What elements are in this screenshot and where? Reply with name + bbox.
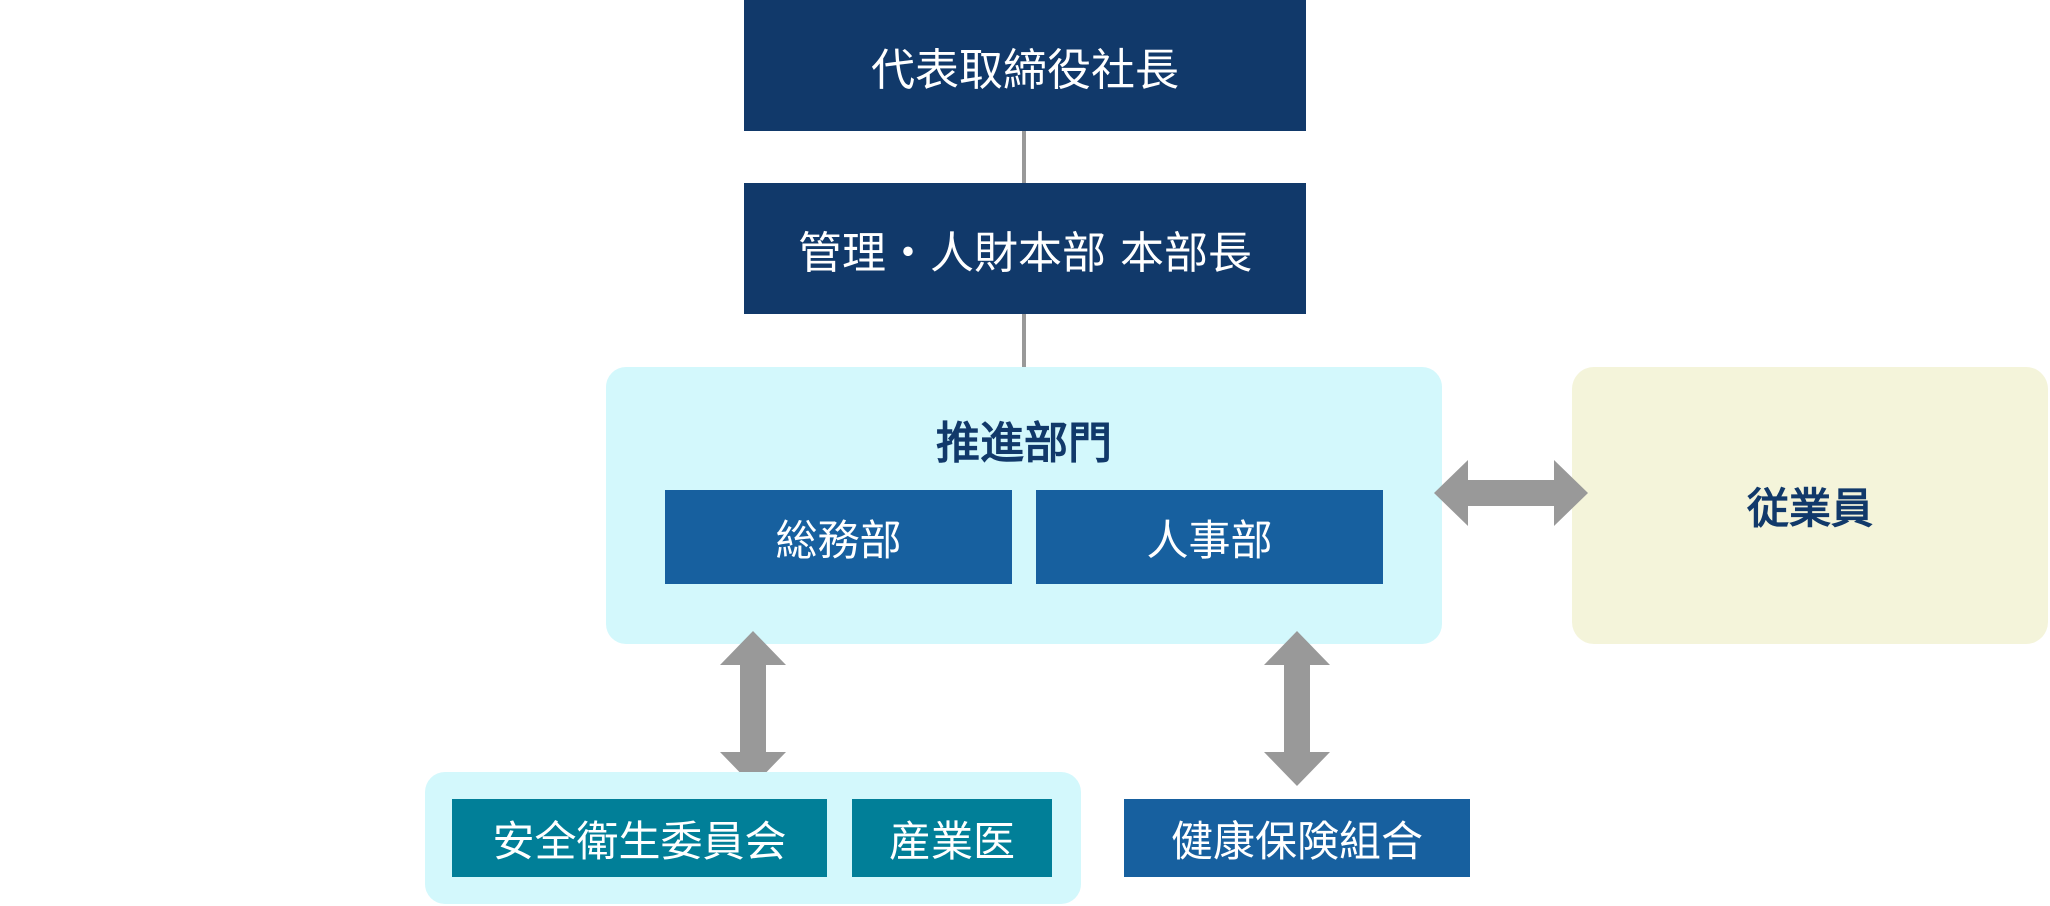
hr-label: 人事部 [1146, 515, 1273, 565]
health-group: 安全衛生委員会 産業医 [425, 772, 1081, 904]
safety-committee-label: 安全衛生委員会 [492, 816, 787, 866]
employees-label: 従業員 [1746, 484, 1873, 533]
ceo-label: 代表取締役社長 [871, 44, 1179, 96]
health-insurance-box: 健康保険組合 [1124, 799, 1470, 877]
occupational-physician-box: 産業医 [852, 799, 1052, 877]
ceo-box: 代表取締役社長 [744, 0, 1306, 131]
promotion-department-group: 推進部門 総務部 人事部 [606, 367, 1442, 644]
double-arrow-vertical-icon [720, 631, 786, 786]
division-head-box: 管理・人財本部 本部長 [744, 183, 1306, 314]
promotion-department-title: 推進部門 [936, 418, 1112, 469]
connector-line [1022, 314, 1026, 367]
safety-committee-box: 安全衛生委員会 [452, 799, 827, 877]
division-head-label: 管理・人財本部 本部長 [798, 227, 1252, 279]
hr-box: 人事部 [1036, 490, 1383, 584]
employees-box: 従業員 [1572, 367, 2048, 644]
connector-line [1022, 131, 1026, 183]
health-insurance-label: 健康保険組合 [1170, 816, 1423, 866]
double-arrow-horizontal-icon [1434, 460, 1588, 526]
occupational-physician-label: 産業医 [888, 816, 1015, 866]
double-arrow-vertical-icon [1264, 631, 1330, 786]
general-affairs-box: 総務部 [665, 490, 1012, 584]
general-affairs-label: 総務部 [775, 515, 902, 565]
